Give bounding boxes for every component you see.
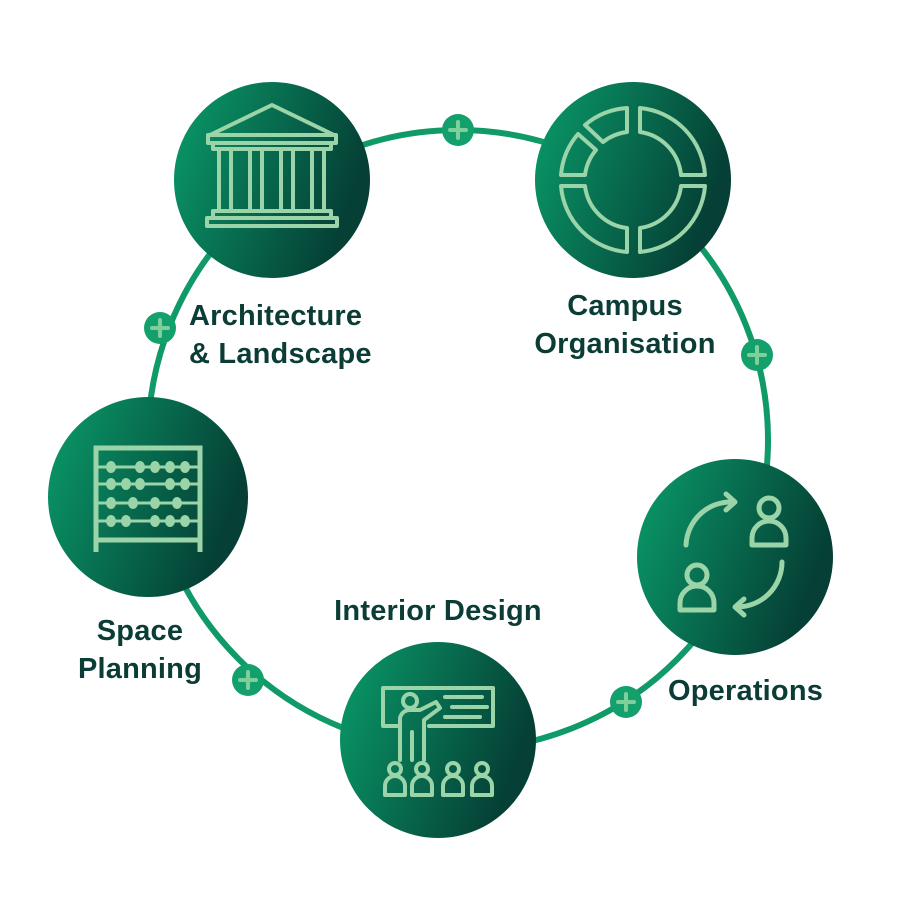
label-campus-line1: Campus bbox=[567, 290, 683, 322]
plus-icon bbox=[448, 120, 468, 140]
connector-campus-operations[interactable] bbox=[741, 339, 773, 371]
connector-space-architecture[interactable] bbox=[144, 312, 176, 344]
abacus-icon bbox=[93, 445, 203, 552]
label-architecture-line1: Architecture bbox=[189, 300, 363, 332]
label-space-planning: Space Planning bbox=[60, 612, 220, 688]
label-campus: Campus Organisation bbox=[520, 287, 730, 363]
people-exchange-cycle-icon bbox=[677, 491, 789, 618]
label-space-line1: Space bbox=[96, 615, 184, 647]
node-interior-design bbox=[340, 642, 536, 838]
label-architecture: Architecture & Landscape bbox=[189, 297, 372, 373]
plus-icon bbox=[616, 692, 636, 712]
connector-operations-interior[interactable] bbox=[610, 686, 642, 718]
label-architecture-line2: & Landscape bbox=[189, 338, 372, 370]
connector-interior-space[interactable] bbox=[232, 664, 264, 696]
label-interior-design: Interior Design bbox=[318, 592, 558, 630]
classical-building-icon bbox=[205, 103, 339, 228]
node-operations bbox=[637, 459, 833, 655]
node-space-planning bbox=[48, 397, 248, 597]
plus-icon bbox=[150, 318, 170, 338]
label-interior-line1: Interior Design bbox=[334, 595, 542, 627]
label-campus-line2: Organisation bbox=[534, 328, 716, 360]
presentation-teacher-icon bbox=[381, 686, 495, 797]
plus-icon bbox=[238, 670, 258, 690]
node-architecture bbox=[174, 82, 370, 278]
segmented-ring-chart-icon bbox=[559, 106, 707, 254]
label-operations-line1: Operations bbox=[668, 675, 824, 707]
node-campus bbox=[535, 82, 731, 278]
connector-architecture-campus[interactable] bbox=[442, 114, 474, 146]
plus-icon bbox=[747, 345, 767, 365]
label-space-line2: Planning bbox=[77, 653, 203, 685]
label-operations: Operations bbox=[668, 672, 823, 710]
